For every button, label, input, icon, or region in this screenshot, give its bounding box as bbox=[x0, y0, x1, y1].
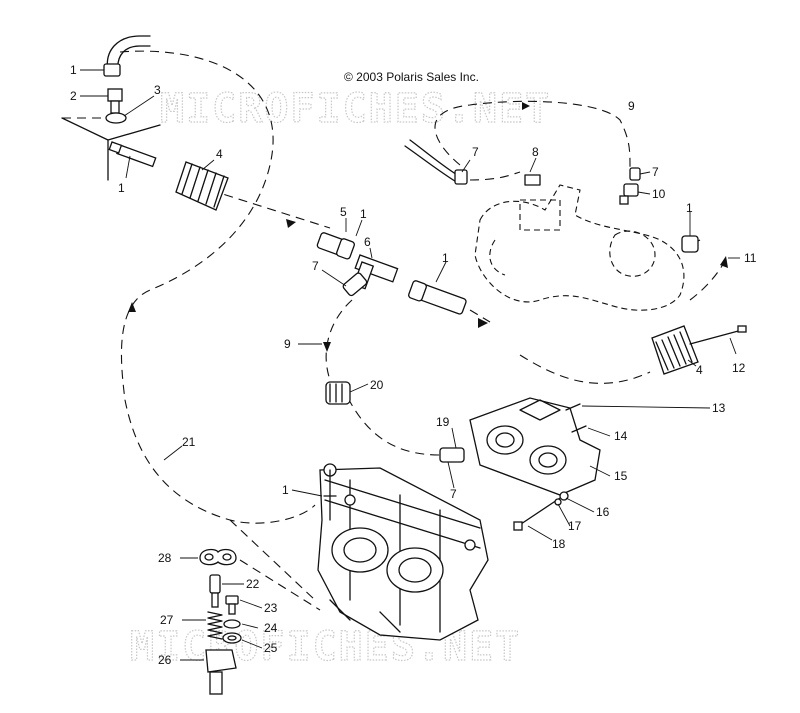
callout-17: 17 bbox=[568, 519, 582, 533]
part-fitting-19 bbox=[439, 447, 465, 463]
callout-1-small-tube: 1 bbox=[118, 181, 125, 195]
part-housing-26 bbox=[205, 649, 237, 695]
callout-9-left: 9 bbox=[284, 337, 291, 351]
callout-4-right: 4 bbox=[696, 363, 703, 377]
callout-1-right: 1 bbox=[686, 201, 693, 215]
part-fittings-7-10-right bbox=[619, 167, 641, 205]
callout-22: 22 bbox=[246, 577, 260, 591]
part-washer-24 bbox=[223, 619, 241, 629]
callout-21: 21 bbox=[182, 435, 196, 449]
callout-15: 15 bbox=[614, 469, 628, 483]
part-bolt-18 bbox=[513, 491, 569, 531]
callout-24: 24 bbox=[264, 621, 278, 635]
callout-11: 11 bbox=[744, 251, 757, 265]
callout-12: 12 bbox=[732, 361, 746, 375]
part-bellows-right bbox=[651, 325, 699, 375]
part-small-tube bbox=[108, 141, 157, 168]
callout-20: 20 bbox=[370, 378, 384, 392]
callout-1-engine: 1 bbox=[282, 483, 289, 497]
callout-6: 6 bbox=[364, 235, 371, 249]
part-spring-27 bbox=[207, 611, 223, 640]
callout-13: 13 bbox=[712, 401, 726, 415]
part-rod-12 bbox=[689, 325, 747, 345]
part-fitting-7-mid bbox=[342, 272, 368, 297]
part-hose-top-right bbox=[404, 139, 468, 185]
part-injector-22 bbox=[209, 574, 221, 608]
part-mounting-bracket bbox=[61, 117, 161, 181]
callout-1-connector: 1 bbox=[360, 207, 367, 221]
part-exhaust-manifold bbox=[474, 174, 685, 311]
callout-16: 16 bbox=[596, 505, 610, 519]
part-washer-25 bbox=[222, 632, 242, 644]
hose-routing-lines bbox=[62, 50, 729, 611]
part-fitting bbox=[107, 88, 123, 114]
part-pin-13 bbox=[565, 403, 581, 411]
part-bellows-left bbox=[175, 161, 229, 211]
callout-3: 3 bbox=[154, 83, 161, 97]
part-coupler-20 bbox=[325, 381, 351, 405]
callout-1-hose-elbow: 1 bbox=[70, 63, 77, 77]
callout-14: 14 bbox=[614, 429, 628, 443]
callout-7-top: 7 bbox=[472, 145, 479, 159]
watermark-bottom: MICROFICHES.NET bbox=[130, 624, 521, 670]
callout-4-left: 4 bbox=[216, 147, 223, 161]
part-cylinder-head bbox=[469, 397, 601, 496]
flow-arrows bbox=[128, 102, 728, 352]
part-fitting-1-right bbox=[681, 235, 699, 253]
callout-28: 28 bbox=[158, 551, 172, 565]
callout-labels: 1 2 3 1 4 5 1 6 7 1 9 20 7 8 9 7 10 1 11… bbox=[70, 63, 757, 667]
callout-7-lower: 7 bbox=[450, 487, 457, 501]
callout-9-top: 9 bbox=[628, 99, 635, 113]
callout-26: 26 bbox=[158, 653, 172, 667]
callout-1-hose-segment: 1 bbox=[442, 251, 449, 265]
callout-19: 19 bbox=[436, 415, 450, 429]
callout-7-right: 7 bbox=[652, 165, 659, 179]
part-hose-elbow bbox=[103, 35, 151, 77]
callout-7-mid: 7 bbox=[312, 259, 319, 273]
part-clip-28 bbox=[199, 548, 237, 566]
watermark-top: MICROFICHES.NET bbox=[160, 86, 551, 132]
part-bolt-23 bbox=[225, 595, 239, 615]
part-pin-14 bbox=[571, 425, 587, 433]
part-connector-5 bbox=[316, 232, 355, 260]
callout-27: 27 bbox=[160, 613, 174, 627]
part-hose-segment bbox=[408, 280, 467, 315]
callout-2: 2 bbox=[70, 89, 77, 103]
callout-5: 5 bbox=[340, 205, 347, 219]
callout-23: 23 bbox=[264, 601, 278, 615]
part-washer bbox=[105, 112, 127, 124]
callout-10: 10 bbox=[652, 187, 666, 201]
copyright-text: © 2003 Polaris Sales Inc. bbox=[344, 70, 479, 84]
callout-8: 8 bbox=[532, 145, 539, 159]
part-engine-block bbox=[317, 463, 489, 641]
callout-18: 18 bbox=[552, 537, 566, 551]
callout-25: 25 bbox=[264, 641, 278, 655]
leader-lines bbox=[80, 69, 740, 661]
